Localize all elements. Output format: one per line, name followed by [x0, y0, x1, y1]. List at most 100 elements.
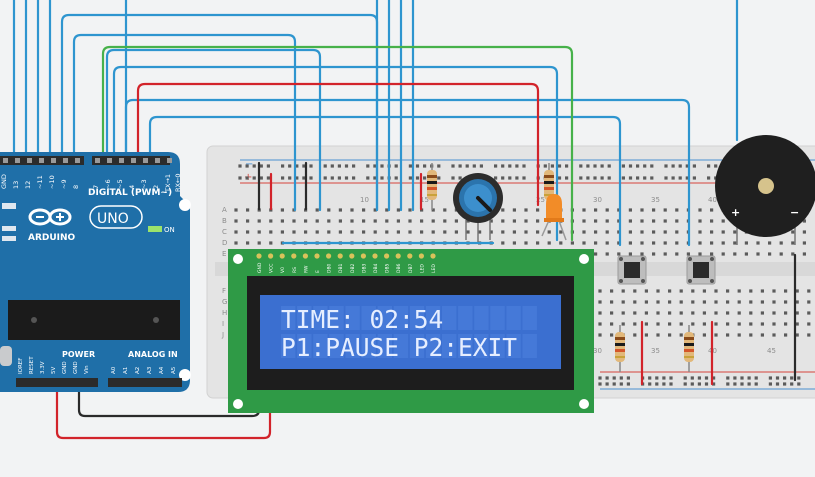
- breadboard-hole[interactable]: [628, 208, 632, 212]
- breadboard-hole[interactable]: [292, 219, 296, 223]
- breadboard-hole[interactable]: [323, 164, 327, 168]
- breadboard-hole[interactable]: [269, 241, 273, 245]
- breadboard-hole[interactable]: [726, 322, 730, 326]
- breadboard-hole[interactable]: [802, 230, 806, 234]
- breadboard-hole[interactable]: [234, 241, 238, 245]
- push-button-p2[interactable]: [686, 255, 716, 285]
- breadboard-hole[interactable]: [621, 164, 625, 168]
- breadboard-hole[interactable]: [619, 382, 623, 386]
- breadboard-hole[interactable]: [373, 164, 377, 168]
- breadboard-hole[interactable]: [754, 376, 758, 380]
- breadboard-hole[interactable]: [772, 289, 776, 293]
- breadboard-hole[interactable]: [702, 300, 706, 304]
- resistor[interactable]: [427, 163, 437, 210]
- breadboard-hole[interactable]: [238, 164, 242, 168]
- breadboard-hole[interactable]: [628, 252, 632, 256]
- breadboard-hole[interactable]: [607, 164, 611, 168]
- breadboard-hole[interactable]: [610, 333, 614, 337]
- breadboard-hole[interactable]: [338, 208, 342, 212]
- breadboard-hole[interactable]: [807, 300, 811, 304]
- header-pin[interactable]: [119, 158, 124, 163]
- breadboard-hole[interactable]: [704, 376, 709, 380]
- breadboard-hole[interactable]: [628, 230, 632, 234]
- breadboard-hole[interactable]: [350, 230, 354, 234]
- breadboard-hole[interactable]: [668, 289, 672, 293]
- breadboard-hole[interactable]: [607, 176, 611, 180]
- breadboard-hole[interactable]: [797, 382, 801, 386]
- lcd-pin[interactable]: [337, 253, 343, 259]
- breadboard-hole[interactable]: [366, 164, 370, 168]
- breadboard-hole[interactable]: [707, 176, 711, 180]
- breadboard-hole[interactable]: [663, 241, 667, 245]
- breadboard-hole[interactable]: [640, 252, 644, 256]
- breadboard-hole[interactable]: [598, 382, 602, 386]
- breadboard-hole[interactable]: [512, 219, 516, 223]
- breadboard-hole[interactable]: [420, 219, 424, 223]
- breadboard-hole[interactable]: [643, 164, 647, 168]
- breadboard-hole[interactable]: [478, 230, 482, 234]
- breadboard-hole[interactable]: [633, 289, 637, 293]
- breadboard-hole[interactable]: [650, 176, 654, 180]
- breadboard-hole[interactable]: [302, 176, 306, 180]
- breadboard-hole[interactable]: [605, 252, 609, 256]
- breadboard-hole[interactable]: [656, 322, 660, 326]
- breadboard-hole[interactable]: [431, 230, 435, 234]
- breadboard-hole[interactable]: [652, 230, 656, 234]
- breadboard-hole[interactable]: [692, 164, 696, 168]
- breadboard-hole[interactable]: [726, 382, 730, 386]
- breadboard-hole[interactable]: [702, 333, 706, 337]
- header-pin[interactable]: [167, 158, 172, 163]
- breadboard-hole[interactable]: [586, 176, 590, 180]
- breadboard-hole[interactable]: [702, 322, 706, 326]
- breadboard-hole[interactable]: [612, 376, 616, 380]
- breadboard-hole[interactable]: [610, 289, 614, 293]
- resistor[interactable]: [544, 163, 554, 210]
- breadboard-hole[interactable]: [396, 230, 400, 234]
- breadboard-hole[interactable]: [749, 300, 753, 304]
- breadboard-hole[interactable]: [280, 230, 284, 234]
- breadboard-hole[interactable]: [605, 241, 609, 245]
- wire-green-6[interactable]: [101, 45, 574, 242]
- breadboard-hole[interactable]: [691, 322, 695, 326]
- breadboard-hole[interactable]: [678, 164, 682, 168]
- breadboard-hole[interactable]: [747, 376, 751, 380]
- breadboard-hole[interactable]: [795, 300, 799, 304]
- breadboard-hole[interactable]: [612, 382, 616, 386]
- breadboard-hole[interactable]: [594, 208, 598, 212]
- arduino-board[interactable]: GND 13 12 ~11 ~10 ~9 8 7 ~6 ~5 4 ~3 2 TX…: [0, 152, 191, 392]
- breadboard-hole[interactable]: [557, 176, 562, 180]
- breadboard-hole[interactable]: [245, 164, 249, 168]
- breadboard-hole[interactable]: [698, 230, 702, 234]
- breadboard-hole[interactable]: [663, 252, 667, 256]
- breadboard-hole[interactable]: [669, 382, 673, 386]
- wire-red-3[interactable]: [136, 82, 540, 207]
- breadboard-hole[interactable]: [327, 219, 331, 223]
- breadboard-hole[interactable]: [524, 219, 528, 223]
- breadboard-hole[interactable]: [679, 333, 683, 337]
- breadboard-hole[interactable]: [628, 219, 632, 223]
- breadboard-hole[interactable]: [557, 164, 562, 168]
- breadboard-hole[interactable]: [656, 300, 660, 304]
- breadboard-hole[interactable]: [685, 176, 689, 180]
- lcd-pin[interactable]: [395, 253, 401, 259]
- breadboard-hole[interactable]: [598, 376, 602, 380]
- breadboard-hole[interactable]: [702, 311, 706, 315]
- breadboard-hole[interactable]: [266, 176, 270, 180]
- breadboard-hole[interactable]: [385, 230, 389, 234]
- breadboard-hole[interactable]: [807, 322, 811, 326]
- breadboard-hole[interactable]: [633, 333, 637, 337]
- breadboard-hole[interactable]: [269, 230, 273, 234]
- breadboard-hole[interactable]: [252, 164, 256, 168]
- breadboard-hole[interactable]: [617, 208, 621, 212]
- breadboard-hole[interactable]: [772, 322, 776, 326]
- breadboard-hole[interactable]: [594, 230, 598, 234]
- breadboard-hole[interactable]: [726, 289, 730, 293]
- breadboard-hole[interactable]: [656, 289, 660, 293]
- breadboard-hole[interactable]: [366, 176, 370, 180]
- breadboard-hole[interactable]: [655, 376, 659, 380]
- breadboard-hole[interactable]: [714, 322, 718, 326]
- breadboard-hole[interactable]: [802, 241, 806, 245]
- breadboard-hole[interactable]: [683, 382, 687, 386]
- breadboard-hole[interactable]: [621, 289, 625, 293]
